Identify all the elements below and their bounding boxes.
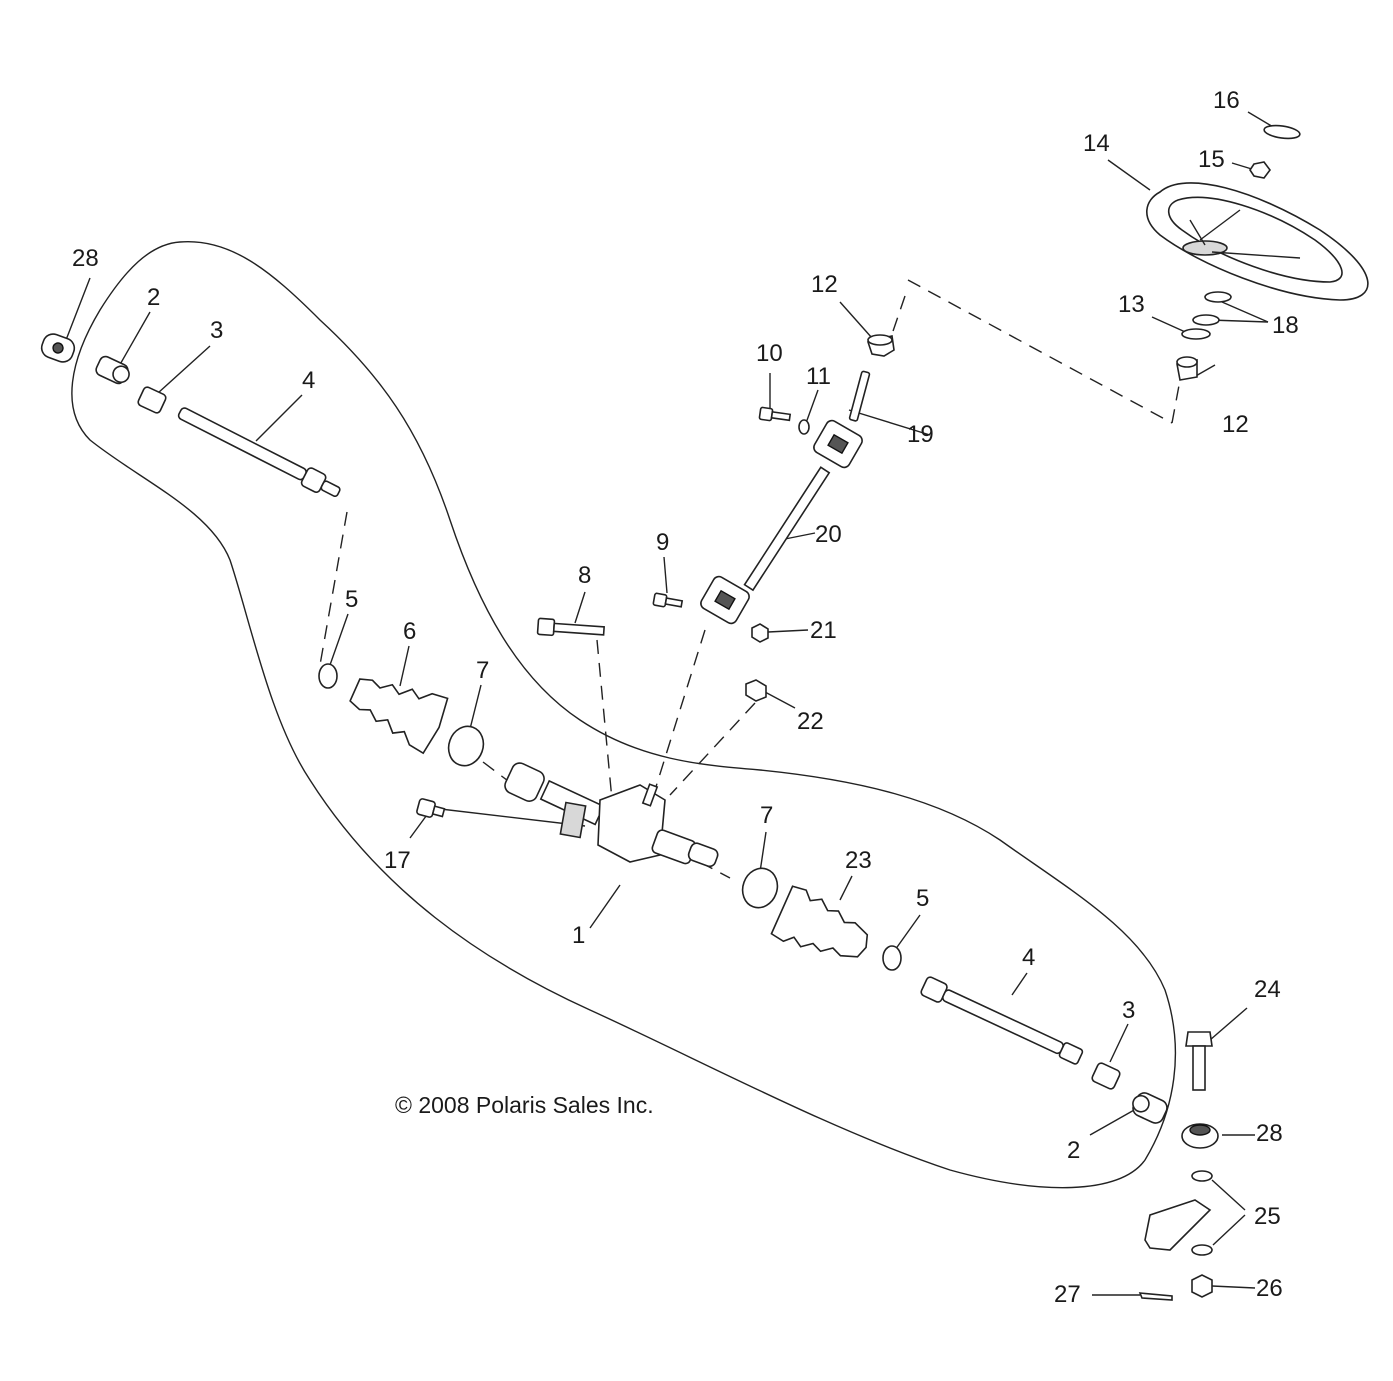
- callout-14: 14: [1083, 130, 1110, 157]
- part-5-clamp-right: [882, 945, 902, 971]
- callout-5a: 5: [345, 586, 358, 613]
- callout-21: 21: [810, 617, 837, 644]
- part-2-jam-nut-right: [1132, 1092, 1168, 1124]
- callout-5b: 5: [916, 885, 929, 912]
- callout-16: 16: [1213, 87, 1240, 114]
- part-21-nut: [751, 623, 769, 643]
- callout-9: 9: [656, 529, 669, 556]
- callout-2a: 2: [147, 284, 160, 311]
- part-spindle-arm: [1144, 1199, 1212, 1251]
- part-9-bolt: [652, 592, 684, 608]
- part-27-cotter-pin: [1138, 1292, 1173, 1301]
- callout-2b: 2: [1067, 1137, 1080, 1164]
- callout-23: 23: [845, 847, 872, 874]
- callout-4b: 4: [1022, 944, 1035, 971]
- part-16-cap: [1263, 124, 1301, 140]
- part-3-nut-left: [137, 386, 167, 414]
- part-23-boot-right: [770, 885, 869, 958]
- part-rack-housing: [504, 762, 719, 868]
- part-7-clamp-right: [741, 867, 779, 909]
- callout-27: 27: [1054, 1281, 1081, 1308]
- callout-labels: 28 2 3 4 5 6 7 8 9 10 11 12 12 13 14 15 …: [72, 87, 1299, 1308]
- callout-3b: 3: [1122, 997, 1135, 1024]
- part-14-steering-wheel: [1146, 182, 1369, 301]
- callout-11: 11: [806, 363, 831, 390]
- copyright-text: © 2008 Polaris Sales Inc.: [395, 1092, 654, 1118]
- part-4-inner-tie-rod-right: [920, 976, 1084, 1065]
- part-13-washer: [1181, 328, 1211, 340]
- part-28-tie-rod-end-right: [1181, 1123, 1219, 1149]
- part-25-washers: [1191, 1170, 1213, 1256]
- callout-3a: 3: [210, 317, 223, 344]
- callout-25: 25: [1254, 1203, 1281, 1230]
- part-15-nut: [1249, 161, 1271, 179]
- part-5-clamp-left: [318, 663, 338, 689]
- leader-lines: [65, 111, 1276, 1296]
- part-6-boot-left: [349, 678, 449, 755]
- part-8-bolt: [536, 617, 605, 637]
- callout-20: 20: [815, 521, 842, 548]
- part-11-washer: [798, 419, 810, 435]
- part-24-bolt: [1185, 1031, 1213, 1091]
- assembly-outline: [71, 240, 1177, 1189]
- part-19-shaft: [848, 370, 871, 422]
- part-3-nut-right: [1091, 1062, 1121, 1090]
- part-10-bolt: [758, 406, 792, 422]
- callout-4a: 4: [302, 367, 315, 394]
- part-18-washers: [1192, 291, 1232, 326]
- callout-15: 15: [1198, 146, 1225, 173]
- callout-12b: 12: [1222, 411, 1249, 438]
- callout-10: 10: [756, 340, 783, 367]
- part-7-clamp-left: [447, 725, 485, 767]
- callout-19: 19: [907, 421, 934, 448]
- part-2-jam-nut-left: [95, 355, 130, 385]
- part-20-intermediate-shaft: [700, 419, 863, 625]
- callout-26: 26: [1256, 1275, 1283, 1302]
- part-22-nut: [745, 679, 767, 702]
- callout-7a: 7: [476, 657, 489, 684]
- callout-8: 8: [578, 562, 591, 589]
- callout-12a: 12: [811, 271, 838, 298]
- part-26-nut: [1191, 1274, 1213, 1298]
- callout-1: 1: [572, 922, 585, 949]
- part-17-bolt: [416, 798, 446, 818]
- part-4-inner-tie-rod-left: [177, 407, 341, 498]
- callout-13: 13: [1118, 291, 1145, 318]
- callout-24: 24: [1254, 976, 1281, 1003]
- part-28-tie-rod-end-left: [40, 333, 76, 363]
- callout-18: 18: [1272, 312, 1299, 339]
- callout-28b: 28: [1256, 1120, 1283, 1147]
- callout-22: 22: [797, 708, 824, 735]
- callout-6: 6: [403, 618, 416, 645]
- callout-7b: 7: [760, 802, 773, 829]
- callout-17: 17: [384, 847, 411, 874]
- part-12-bushing-lower: [1176, 356, 1198, 381]
- callout-28a: 28: [72, 245, 99, 272]
- part-12-bushing-upper: [866, 334, 895, 357]
